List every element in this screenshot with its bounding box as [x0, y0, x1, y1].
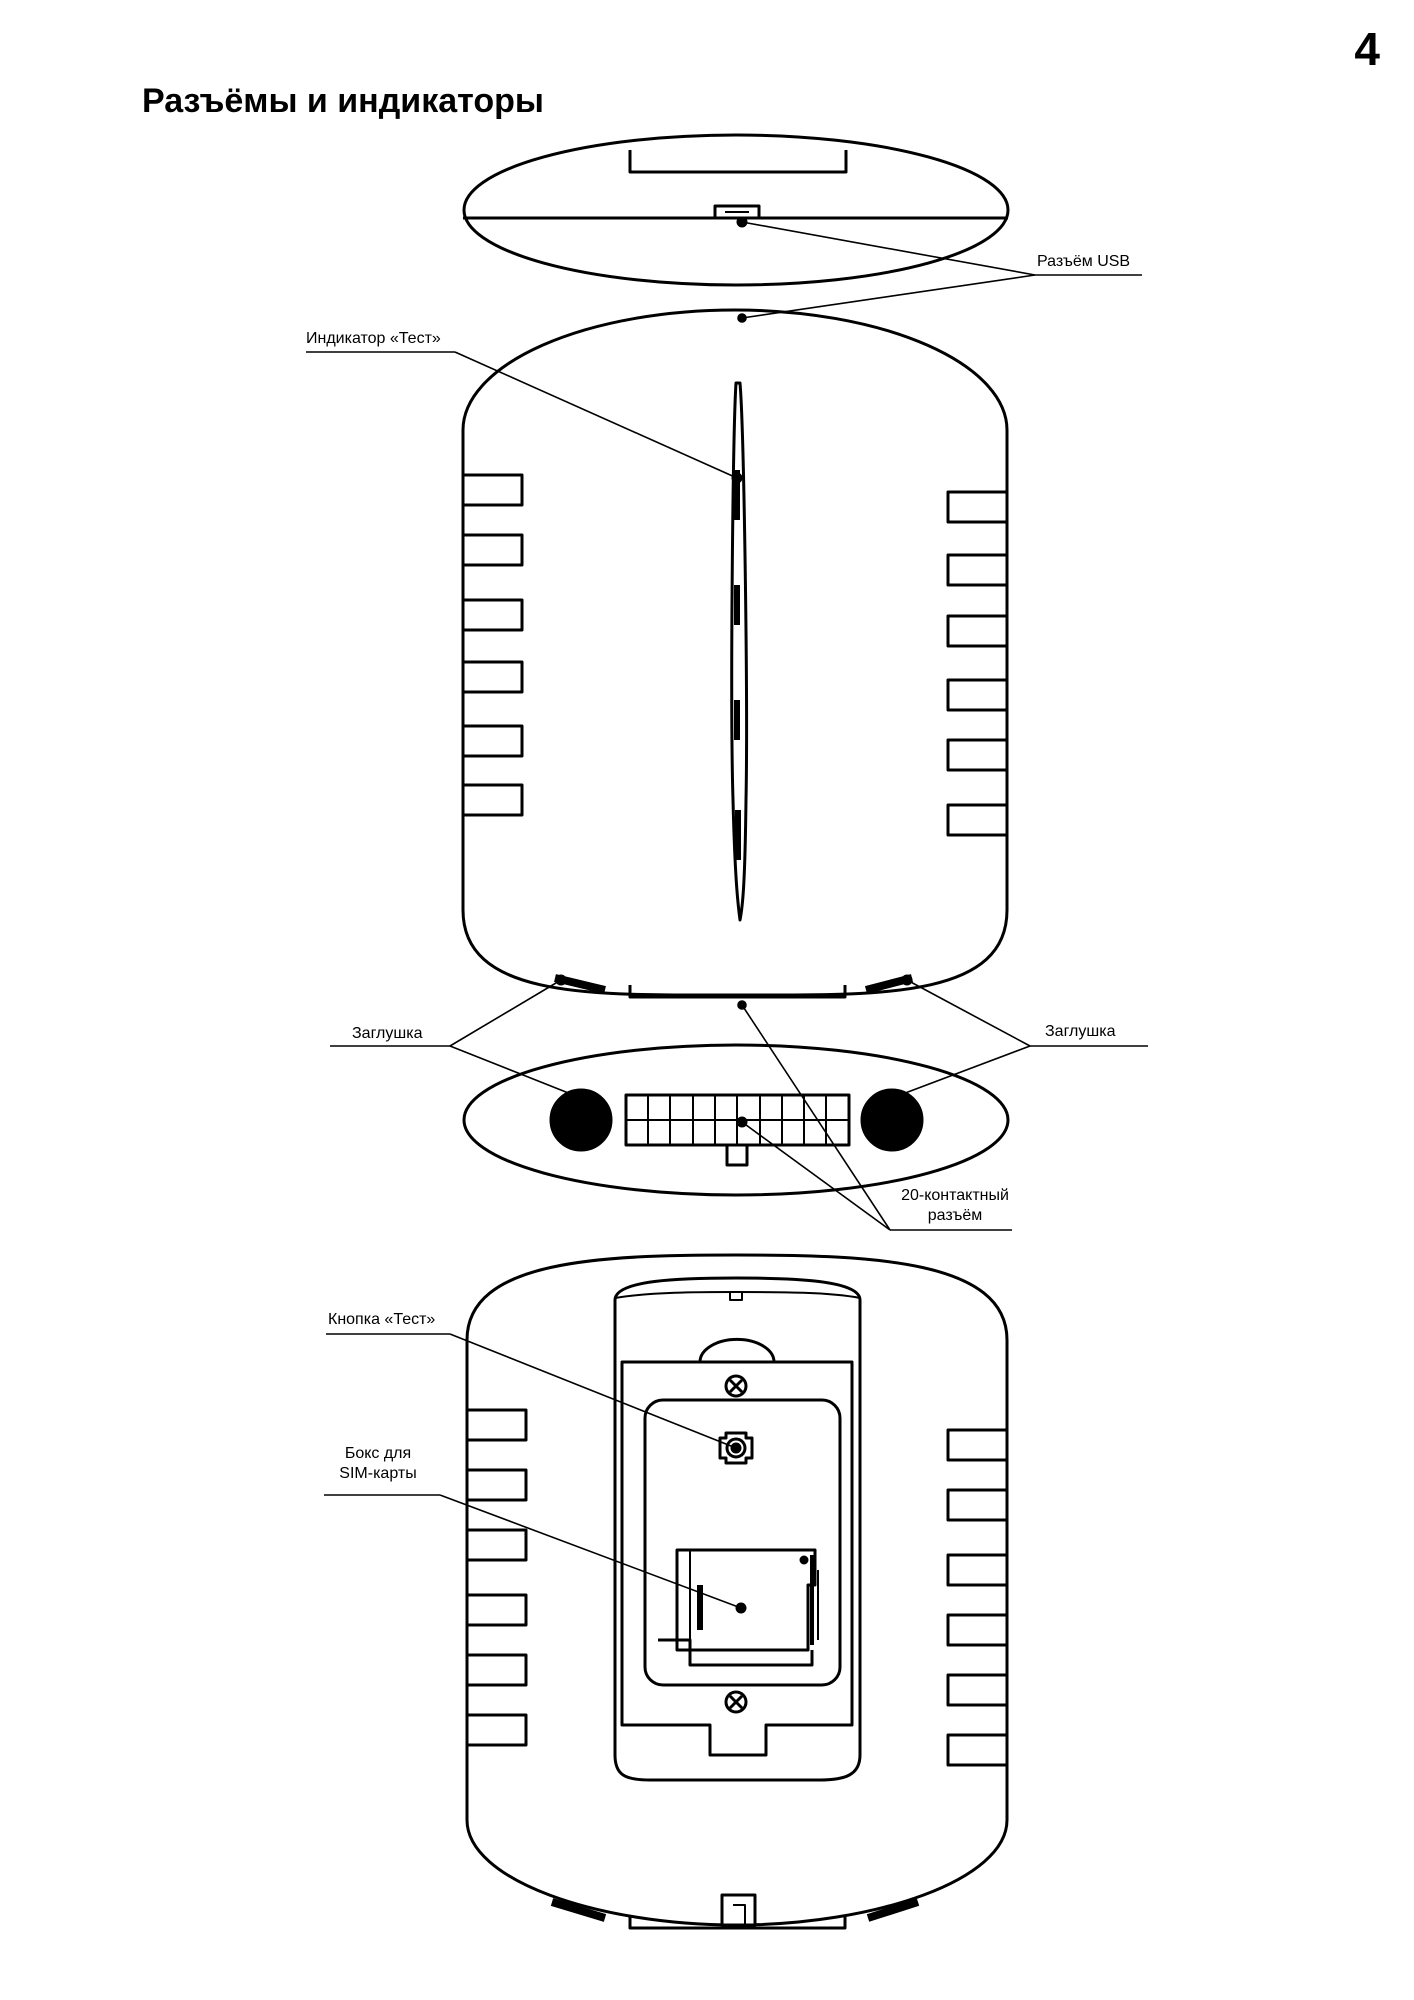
top-view-ellipse: [462, 133, 1010, 287]
rear-left-ribs: [467, 1408, 528, 1747]
label-sim-box-line1: Бокс для: [344, 1445, 412, 1462]
label-sim-box-line2: SIM-карты: [339, 1465, 417, 1482]
screw-bottom-icon: [724, 1690, 748, 1714]
page-number: 4: [1354, 23, 1380, 75]
sim-holder-icon: [658, 1548, 819, 1667]
label-20pin-connector: 20-контактный разъём: [885, 1186, 1025, 1226]
screw-top-icon: [724, 1374, 748, 1398]
device-body-front: [461, 308, 1009, 999]
plug-left-icon: [549, 1088, 613, 1152]
light-guide-slit: [730, 381, 749, 922]
label-20pin-line2: разъём: [927, 1207, 983, 1224]
label-usb-connector: Разъём USB: [1037, 253, 1131, 270]
label-test-indicator: Индикатор «Тест»: [306, 330, 441, 347]
label-plug-left: Заглушка: [352, 1025, 423, 1042]
usb-port-icon: [713, 204, 761, 220]
label-20pin-line1: 20-контактный: [901, 1187, 1009, 1204]
right-ribs: [946, 490, 1007, 837]
device-body-rear: [465, 1253, 1009, 1930]
leader-lines: [306, 221, 1148, 1609]
plug-right-icon: [860, 1088, 924, 1152]
left-ribs: [463, 473, 524, 817]
bottom-view-ellipse: [462, 1043, 1010, 1197]
label-plug-right: Заглушка: [1045, 1023, 1116, 1040]
label-test-button: Кнопка «Тест»: [328, 1311, 436, 1328]
rear-right-ribs: [946, 1428, 1007, 1767]
label-sim-box: Бокс для SIM-карты: [318, 1444, 438, 1484]
page-title: Разъёмы и индикаторы: [142, 82, 544, 120]
